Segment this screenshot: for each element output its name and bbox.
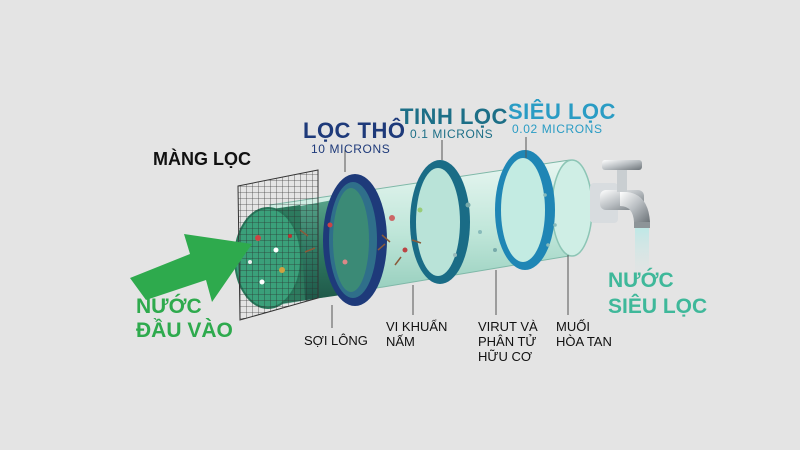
ultra-filter-spec: 0.02 MICRONS bbox=[512, 122, 603, 136]
caption-fibers: SỢI LÔNG bbox=[304, 333, 368, 348]
membrane-label: MÀNG LỌC bbox=[153, 149, 251, 169]
coarse-filter-title: LỌC THÔ bbox=[303, 118, 406, 143]
input-water-label: NƯỚC ĐẦU VÀO bbox=[136, 295, 233, 342]
membrane-mesh bbox=[237, 169, 319, 321]
caption-bacteria-fungi: VI KHUẨN NẤM bbox=[386, 319, 448, 349]
faucet bbox=[590, 160, 650, 288]
caption-dissolved-salts: MUỐI HÒA TAN bbox=[556, 319, 612, 349]
fine-filter-title: TINH LỌC bbox=[400, 104, 508, 129]
ultra-filter-ring bbox=[495, 150, 555, 270]
fine-filter-spec: 0.1 MICRONS bbox=[410, 127, 494, 141]
ultra-filter-title: SIÊU LỌC bbox=[508, 99, 616, 124]
coarse-filter-spec: 10 MICRONS bbox=[311, 142, 391, 156]
pointer-lines bbox=[331, 137, 569, 328]
output-water-label: NƯỚC SIÊU LỌC bbox=[608, 269, 708, 318]
caption-viruses-organics: VIRUT VÀ PHÂN TỬ HỮU CƠ bbox=[478, 319, 538, 364]
inlet-arrow bbox=[130, 234, 252, 302]
particles bbox=[248, 193, 557, 285]
coarse-filter-ring bbox=[323, 174, 387, 306]
fine-filter-ring bbox=[410, 160, 470, 284]
